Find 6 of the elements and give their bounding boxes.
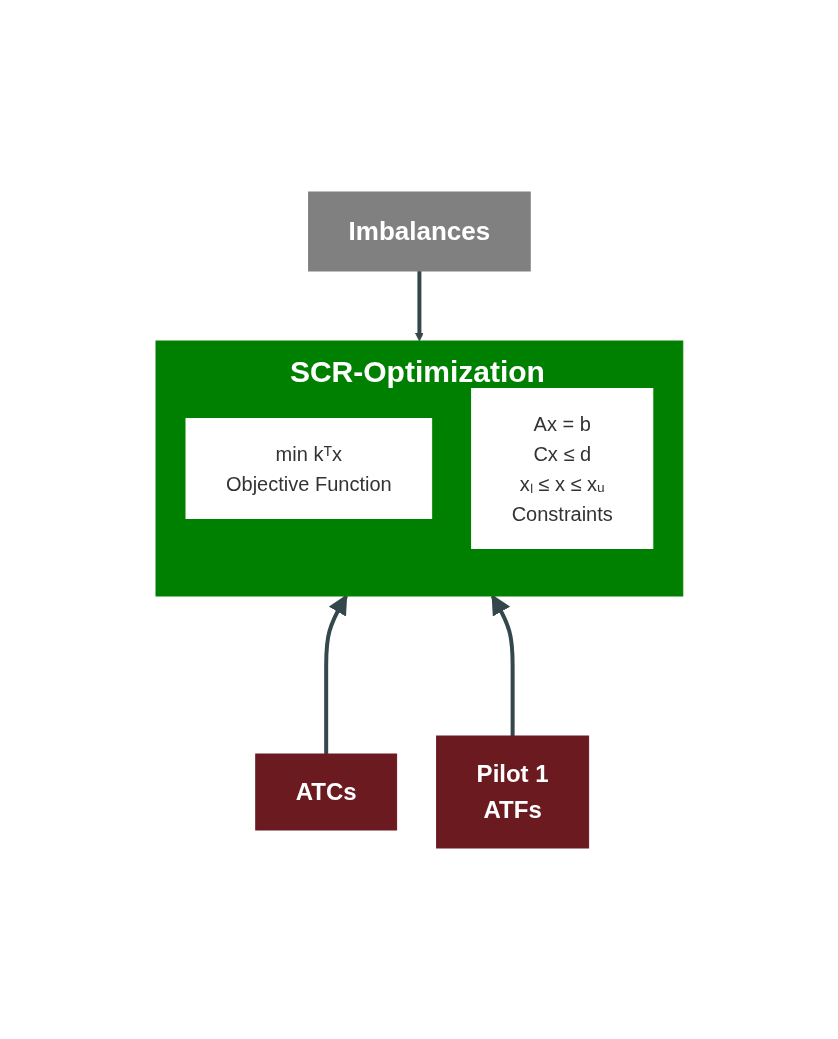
arrow xyxy=(414,270,424,341)
node-box: ATCs xyxy=(254,753,397,830)
node-box: Pilot 1 ATFs xyxy=(435,735,589,848)
node-box: min kᵀx Objective Function xyxy=(185,417,432,519)
node-box: Imbalances xyxy=(307,191,531,271)
node-box: Ax = b Cx ≤ d xₗ ≤ x ≤ xᵤ Constraints xyxy=(470,387,653,549)
